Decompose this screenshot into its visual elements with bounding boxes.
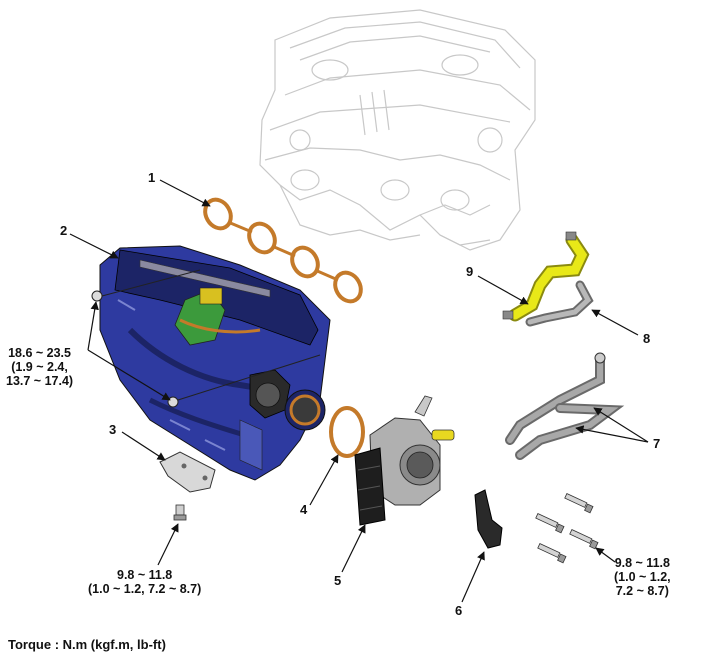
torque-units-legend: Torque : N.m (kgf.m, lb-ft) — [8, 637, 166, 652]
torque-throttle-bolts: 9.8 ~ 11.8 (1.0 ~ 1.2, 7.2 ~ 8.7) — [614, 556, 671, 598]
callout-3: 3 — [109, 422, 117, 437]
leader-manifold-a — [87, 301, 99, 351]
coolant-pipes — [505, 352, 625, 460]
torque-manifold-line2: (1.9 ~ 2.4, — [11, 360, 68, 374]
leader-8 — [591, 309, 639, 336]
callout-4: 4 — [300, 502, 308, 517]
yellow-hose — [502, 231, 590, 322]
callout-9: 9 — [466, 264, 474, 279]
leader-lines — [69, 179, 649, 603]
leader-bracket-bolt — [157, 523, 179, 566]
leader-1 — [159, 179, 211, 207]
torque-manifold-line1: 18.6 ~ 23.5 — [8, 346, 71, 360]
callout-7: 7 — [653, 436, 661, 451]
callout-1: 1 — [148, 170, 156, 185]
callout-5: 5 — [334, 573, 342, 588]
leader-3 — [121, 431, 166, 461]
bracket-bolt — [173, 504, 187, 521]
torque-manifold: 18.6 ~ 23.5 (1.9 ~ 2.4, 13.7 ~ 17.4) — [6, 346, 73, 388]
torque-bracket-bolt: 9.8 ~ 11.8 (1.0 ~ 1.2, 7.2 ~ 8.7) — [88, 568, 201, 596]
torque-throttle-line1: 9.8 ~ 11.8 — [614, 556, 670, 570]
throttle-bolts — [535, 493, 599, 564]
intake-manifold — [91, 245, 331, 481]
leader-throttle-bolts — [595, 547, 616, 563]
manifold-bracket — [159, 451, 216, 493]
torque-manifold-line3: 13.7 ~ 17.4) — [6, 374, 74, 388]
callout-6: 6 — [455, 603, 463, 618]
leader-manifold-b — [87, 349, 171, 401]
torque-bracket-line1: 9.8 ~ 11.8 — [117, 568, 173, 582]
callout-8: 8 — [643, 331, 651, 346]
leader-5 — [341, 524, 366, 573]
gray-hose — [525, 280, 594, 327]
leader-7b — [575, 425, 649, 443]
bolt-guide-lines — [101, 269, 321, 401]
torque-throttle-line3: 7.2 ~ 8.7) — [615, 584, 669, 598]
leader-2 — [69, 233, 119, 259]
intake-gasket — [203, 197, 363, 304]
throttle-body — [354, 395, 455, 526]
engine-outline — [259, 9, 536, 251]
leader-4 — [309, 454, 339, 506]
torque-bracket-line2: (1.0 ~ 1.2, 7.2 ~ 8.7) — [88, 582, 202, 596]
callout-2: 2 — [60, 223, 68, 238]
leader-9 — [477, 275, 529, 305]
throttle-gasket — [329, 406, 365, 458]
leader-7a — [593, 407, 649, 443]
throttle-bracket — [474, 489, 503, 549]
torque-throttle-line2: (1.0 ~ 1.2, — [614, 570, 671, 584]
leader-6 — [461, 551, 485, 603]
